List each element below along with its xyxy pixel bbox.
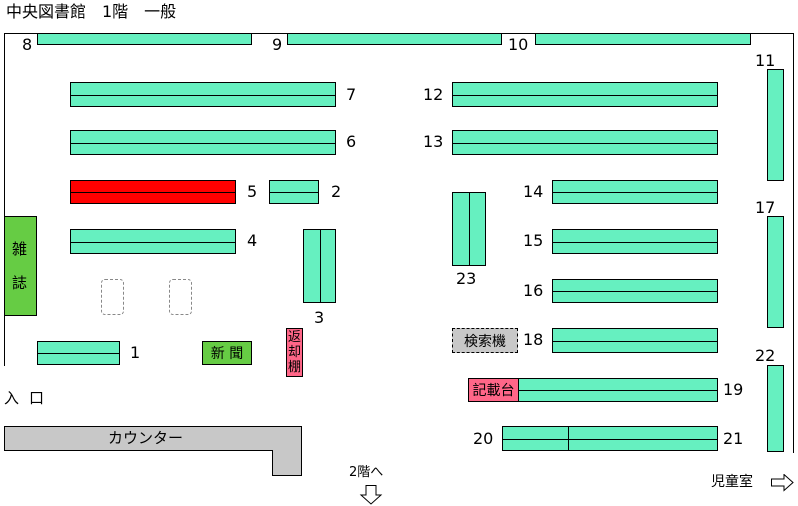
shelf-16[interactable] (552, 279, 718, 303)
shelf-12-number: 12 (423, 85, 444, 104)
shelf-1-number: 1 (130, 343, 141, 362)
counter[interactable]: カウンター (4, 426, 302, 476)
counter-shape (4, 426, 302, 476)
search-terminal-label: 検索機 (464, 333, 506, 350)
magazine-rack[interactable]: 雑 誌 (4, 216, 37, 316)
magazine-label-2: 誌 (12, 274, 28, 292)
shelf-8-number: 8 (22, 35, 33, 54)
shelf-23[interactable] (452, 192, 486, 266)
shelf-8[interactable] (37, 33, 252, 45)
shelf-22[interactable] (767, 365, 784, 452)
seating-area-2 (169, 279, 192, 315)
shelf-9-number: 9 (272, 35, 283, 54)
entrance-label: 入口 (4, 389, 55, 407)
shelf-13[interactable] (452, 130, 718, 155)
search-terminal[interactable]: 検索機 (452, 328, 518, 353)
shelf-21[interactable] (568, 426, 718, 451)
shelf-6-number: 6 (346, 132, 357, 151)
shelf-14-number: 14 (523, 182, 544, 201)
return-label-3: 棚 (288, 360, 302, 375)
shelf-3-number: 3 (314, 308, 325, 327)
shelf-11-number: 11 (755, 51, 776, 70)
shelf-1[interactable] (37, 341, 120, 365)
shelf-17-number: 17 (755, 198, 776, 217)
shelf-22-number: 22 (755, 346, 776, 365)
shelf-14[interactable] (552, 180, 718, 204)
writing-desk-label: 記載台 (472, 383, 515, 399)
shelf-19[interactable] (518, 378, 718, 402)
magazine-label-1: 雑 (12, 240, 28, 258)
shelf-6[interactable] (70, 130, 336, 155)
shelf-16-number: 16 (523, 281, 544, 300)
seating-area-1 (101, 279, 124, 315)
childrens-room-label: 児童室 (711, 474, 753, 490)
shelf-10[interactable] (535, 33, 751, 45)
newspaper-rack[interactable]: 新 聞 (202, 341, 252, 365)
writing-desk[interactable]: 記載台 (468, 378, 519, 402)
counter-label: カウンター (108, 429, 184, 447)
shelf-12[interactable] (452, 82, 718, 107)
to-2f-label: 2階へ (349, 465, 384, 480)
return-label-1: 返 (288, 330, 302, 345)
shelf-15[interactable] (552, 229, 718, 254)
shelf-9[interactable] (287, 33, 502, 45)
shelf-4-number: 4 (247, 231, 258, 250)
shelf-7[interactable] (70, 82, 336, 107)
shelf-5-highlighted[interactable] (70, 180, 236, 204)
shelf-2-number: 2 (331, 182, 342, 201)
shelf-18-number: 18 (523, 330, 544, 349)
shelf-18[interactable] (552, 328, 718, 353)
shelf-20[interactable] (502, 426, 569, 451)
shelf-2[interactable] (269, 180, 319, 204)
shelf-10-number: 10 (508, 35, 529, 54)
shelf-4[interactable] (70, 229, 236, 254)
wall-left-upper (4, 33, 5, 216)
shelf-19-number: 19 (723, 380, 744, 399)
shelf-15-number: 15 (523, 231, 544, 250)
down-arrow-icon[interactable] (359, 485, 383, 505)
return-label-2: 却 (288, 345, 302, 360)
map-title: 中央図書館 1階 一般 (6, 2, 177, 21)
wall-left-lower (4, 316, 5, 366)
shelf-5-number: 5 (247, 182, 258, 201)
shelf-23-number: 23 (456, 269, 477, 288)
shelf-21-number: 21 (723, 429, 744, 448)
shelf-7-number: 7 (346, 85, 357, 104)
shelf-3[interactable] (303, 229, 336, 303)
return-shelf[interactable]: 返 却 棚 (286, 328, 303, 377)
shelf-17[interactable] (767, 216, 784, 328)
wall-right (793, 33, 794, 453)
shelf-11[interactable] (767, 69, 784, 181)
shelf-20-number: 20 (473, 429, 494, 448)
newspaper-label: 新 聞 (210, 346, 244, 362)
right-arrow-icon[interactable] (771, 474, 795, 492)
shelf-13-number: 13 (423, 132, 444, 151)
